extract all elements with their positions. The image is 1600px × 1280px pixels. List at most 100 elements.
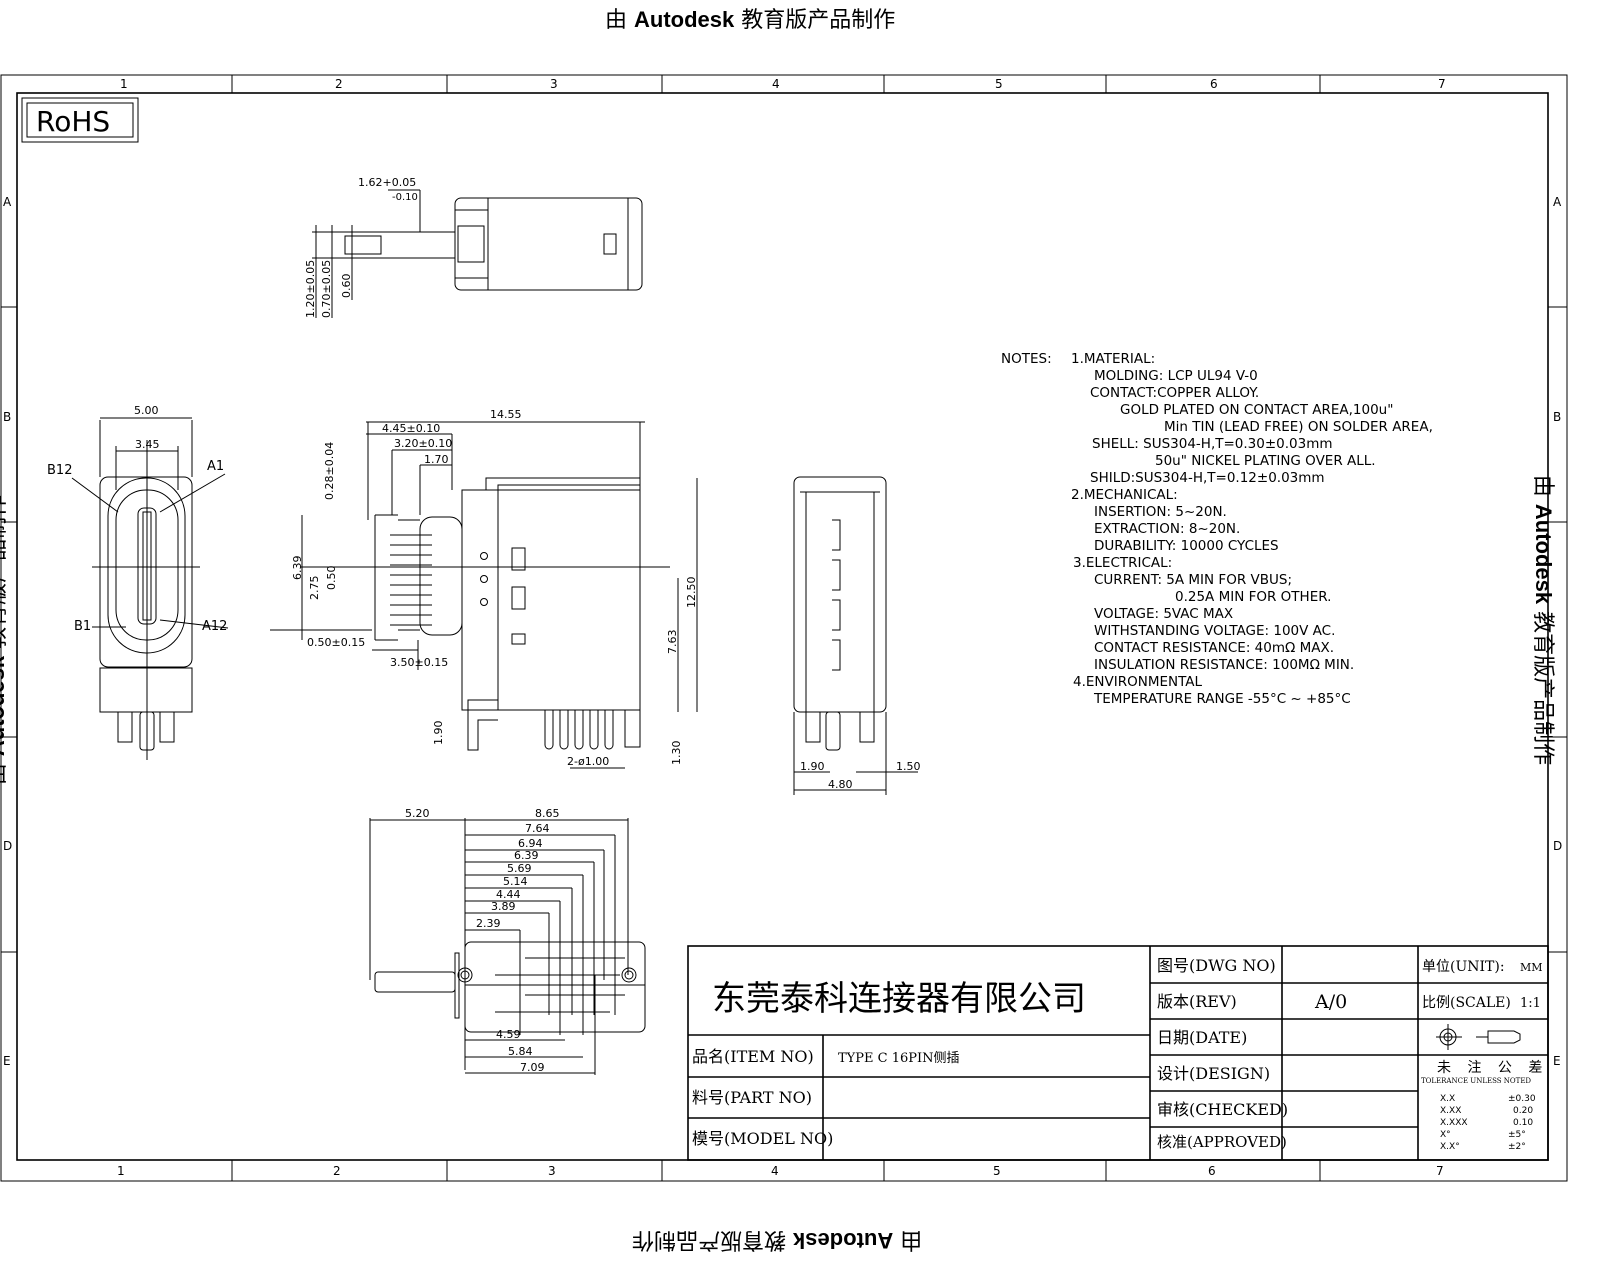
dim-label: 1.20±0.05 xyxy=(304,260,317,318)
tolerance-format: X° xyxy=(1440,1130,1451,1140)
tolerance-value: 0.10 xyxy=(1513,1118,1533,1128)
approved-label: 核准(APPROVED) xyxy=(1157,1133,1287,1151)
note-line: 4.ENVIRONMENTAL xyxy=(1073,674,1203,690)
notes: NOTES: 1.MATERIAL: MOLDING: LCP UL94 V-0… xyxy=(1001,351,1433,707)
note-line: Min TIN (LEAD FREE) ON SOLDER AREA, xyxy=(1164,419,1433,435)
dim-label: 1.30 xyxy=(670,741,683,766)
tolerance-value: 0.20 xyxy=(1513,1106,1533,1116)
note-line: 2.MECHANICAL: xyxy=(1071,487,1178,503)
note-line: 0.25A MIN FOR OTHER. xyxy=(1175,589,1331,605)
grid-col-label: 7 xyxy=(1438,77,1446,91)
grid-col-label: 2 xyxy=(333,1164,341,1178)
grid-col-label: 1 xyxy=(120,77,128,91)
dim-label: 5.20 xyxy=(405,807,430,820)
tolerance-title: 未 注 公 差 xyxy=(1437,1060,1548,1076)
dim-label: 0.60 xyxy=(340,274,353,299)
watermark-top: 由 Autodesk 教育版产品制作 xyxy=(605,2,895,34)
note-line: SHELL: SUS304-H,T=0.30±0.03mm xyxy=(1092,436,1333,452)
notes-heading: NOTES: xyxy=(1001,351,1052,367)
note-line: VOLTAGE: 5VAC MAX xyxy=(1094,606,1233,622)
rohs-mark: RoHS xyxy=(21,97,139,143)
scale-value: 1:1 xyxy=(1520,996,1541,1011)
side-view xyxy=(270,421,698,769)
dim-label: 1.50 xyxy=(896,760,921,773)
note-line: WITHSTANDING VOLTAGE: 100V AC. xyxy=(1094,623,1335,639)
note-line: EXTRACTION: 8~20N. xyxy=(1094,521,1240,537)
grid-row-label: B xyxy=(3,410,11,424)
checked-label: 审核(CHECKED) xyxy=(1157,1100,1288,1119)
dim-label: 4.44 xyxy=(496,888,521,901)
grid-row-label: D xyxy=(3,839,12,853)
title-block: 东莞泰科连接器有限公司 品名(ITEM NO) TYPE C 16PIN侧插 料… xyxy=(687,945,1549,1161)
tolerance-value: ±2° xyxy=(1508,1142,1526,1152)
watermark-suffix: 教育版产品制作 xyxy=(741,8,896,33)
dim-label: 1.62+0.05 xyxy=(358,176,416,189)
dim-label: 4.45±0.10 xyxy=(382,422,440,435)
item-value: TYPE C 16PIN侧插 xyxy=(838,1051,960,1066)
grid-column-labels-bottom: 1 2 3 4 5 6 7 xyxy=(117,1164,1444,1178)
dim-label: 7.09 xyxy=(520,1061,545,1074)
grid-col-label: 3 xyxy=(550,77,558,91)
watermark-brand: Autodesk xyxy=(634,7,735,32)
front-view xyxy=(71,417,229,760)
dim-label: 2.39 xyxy=(476,917,501,930)
grid-col-label: 5 xyxy=(995,77,1003,91)
note-line: CONTACT RESISTANCE: 40mΩ MAX. xyxy=(1094,640,1334,656)
grid-col-label: 4 xyxy=(772,77,780,91)
end-view-dims: 1.90 1.50 4.80 xyxy=(800,760,921,791)
dim-label: 4.80 xyxy=(828,778,853,791)
note-line: 50u" NICKEL PLATING OVER ALL. xyxy=(1155,453,1376,469)
dim-label: 6.94 xyxy=(518,837,543,850)
dim-label: 14.55 xyxy=(490,408,522,421)
tolerance-format: X.X° xyxy=(1440,1142,1460,1152)
grid-col-label: 5 xyxy=(993,1164,1001,1178)
grid-column-labels-top: 1 2 3 4 5 6 7 xyxy=(120,77,1446,91)
grid-col-label: 3 xyxy=(548,1164,556,1178)
grid-row-label: D xyxy=(1553,839,1562,853)
dim-label: 1.90 xyxy=(800,760,825,773)
grid-row-labels: A B D E A B D E xyxy=(3,195,1562,1068)
bottom-view-dims: 5.20 8.65 7.64 6.94 6.39 5.69 5.14 4.44 … xyxy=(405,807,560,1074)
tolerance-value: ±0.30 xyxy=(1508,1094,1536,1104)
dim-label: 12.50 xyxy=(685,577,698,609)
dim-label: 6.39 xyxy=(291,556,304,581)
dim-label: 4.59 xyxy=(496,1028,521,1041)
grid-col-label: 4 xyxy=(771,1164,779,1178)
tolerance-format: X.X xyxy=(1440,1094,1455,1104)
top-view-dims: 1.62+0.05 -0.10 1.20±0.05 0.70±0.05 0.60 xyxy=(304,176,418,318)
dim-label: 1.70 xyxy=(424,453,449,466)
first-angle-projection-icon xyxy=(1436,1024,1521,1050)
dim-label: 5.84 xyxy=(508,1045,533,1058)
bottom-view xyxy=(369,818,646,1075)
outer-frame xyxy=(0,74,1568,1182)
rev-label: 版本(REV) xyxy=(1157,992,1237,1011)
dim-label: 0.28±0.04 xyxy=(323,442,336,500)
design-label: 设计(DESIGN) xyxy=(1157,1064,1270,1083)
rev-value: A/0 xyxy=(1314,991,1347,1013)
unit-label: 单位(UNIT): xyxy=(1422,959,1505,975)
dim-label: 3.20±0.10 xyxy=(394,437,452,450)
grid-row-label: E xyxy=(1553,1054,1561,1068)
dim-label: 3.45 xyxy=(135,438,160,451)
dim-label: 3.89 xyxy=(491,900,516,913)
dim-label: 6.39 xyxy=(514,849,539,862)
rohs-text: RoHS xyxy=(36,105,110,138)
item-label: 品名(ITEM NO) xyxy=(692,1047,814,1066)
watermark-prefix: 由 xyxy=(605,8,628,33)
note-line: 1.MATERIAL: xyxy=(1071,351,1155,367)
dim-label: 5.14 xyxy=(503,875,528,888)
grid-ticks xyxy=(1,75,1567,1181)
dim-label: 0.50 xyxy=(325,566,338,591)
scale-label: 比例(SCALE) xyxy=(1422,995,1511,1011)
grid-col-label: 7 xyxy=(1436,1164,1444,1178)
note-line: CURRENT: 5A MIN FOR VBUS; xyxy=(1094,572,1292,588)
grid-row-label: A xyxy=(3,195,12,209)
dim-label: 0.70±0.05 xyxy=(320,260,333,318)
grid-row-label: B xyxy=(1553,410,1561,424)
dim-label: 7.63 xyxy=(666,630,679,655)
date-label: 日期(DATE) xyxy=(1157,1028,1247,1047)
front-view-dims: 5.00 3.45 B12 A1 B1 A12 xyxy=(47,404,227,634)
tolerance-subtitle: TOLERANCE UNLESS NOTED xyxy=(1421,1077,1531,1085)
grid-col-label: 6 xyxy=(1208,1164,1216,1178)
